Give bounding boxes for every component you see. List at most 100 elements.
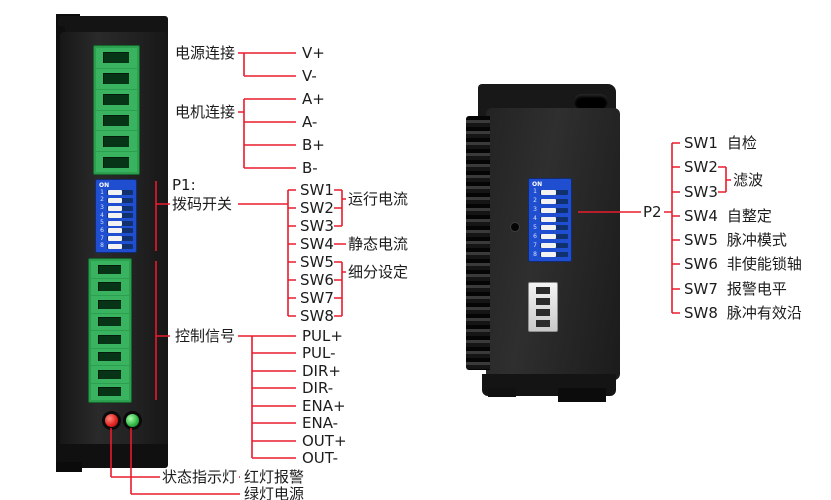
dip-number: 2 (100, 196, 104, 204)
dip-position: 2 (532, 197, 568, 206)
connector-slot (536, 309, 550, 316)
p2-switch-name: SW7 (684, 280, 718, 298)
driver-front-view: ON 1 2 3 4 5 6 7 8 (56, 14, 170, 472)
dip-number: 2 (533, 197, 537, 205)
pin-sw5: SW5 (300, 253, 334, 271)
dip-number: 4 (533, 215, 537, 223)
pin-b-minus: B- (302, 159, 318, 177)
pin-pul-plus: PUL+ (302, 327, 343, 345)
dip-position: 1 (99, 189, 133, 197)
label-control-signal: 控制信号 (175, 327, 236, 345)
dip-toggle (108, 190, 123, 196)
pin-v-minus: V- (302, 67, 317, 85)
pin-a-minus: A- (302, 113, 318, 131)
pin-out-minus: OUT- (302, 449, 338, 467)
p2-switch-name: SW6 (684, 255, 718, 273)
dip-toggle (541, 207, 557, 213)
dip-track (107, 213, 133, 219)
p2-switch-name: SW1 (684, 134, 718, 152)
dip-number: 1 (533, 188, 537, 196)
dip-position: 5 (532, 224, 568, 233)
dip-position: 3 (532, 206, 568, 215)
dip-toggle (541, 189, 557, 195)
p2-switch-name: SW4 (684, 207, 718, 225)
pin-ena-plus: ENA+ (302, 397, 346, 415)
connector-slot (536, 298, 550, 305)
pin-v-plus: V+ (302, 44, 325, 62)
dip-toggle (108, 197, 123, 203)
terminal (96, 131, 137, 152)
dip-position: 5 (99, 220, 133, 228)
dip-number: 7 (533, 241, 537, 249)
label-dip-switch: 拨码开关 (172, 195, 233, 213)
pin-pul-minus: PUL- (302, 344, 336, 362)
dip-number: 1 (100, 188, 104, 196)
dip-number: 5 (100, 219, 104, 227)
p2-switch-row-sw5: SW5 脉冲模式 (684, 232, 787, 248)
dip-track (107, 243, 133, 249)
pin-sw3: SW3 (300, 217, 334, 235)
dip-toggle (541, 243, 557, 249)
label-power-connection: 电源连接 (175, 44, 236, 62)
dip-switch-p1: ON 1 2 3 4 5 6 7 8 (95, 179, 137, 253)
mounting-foot (558, 388, 606, 402)
alarm-led-red (105, 414, 118, 427)
label-status-leds: 状态指示灯 (160, 468, 240, 486)
screw (510, 222, 520, 232)
p2-switch-row-sw2: SW2 (684, 159, 727, 175)
driver-side-view: ON 1 2 3 4 5 6 7 8 (466, 82, 628, 404)
p2-switch-desc: 自整定 (726, 207, 772, 225)
p2-switch-row-sw7: SW7 报警电平 (684, 281, 787, 297)
dip-toggle (541, 198, 557, 204)
p2-switch-desc: 自检 (726, 134, 757, 152)
terminal (96, 68, 137, 89)
dip-number: 3 (533, 206, 537, 214)
dip-toggle (541, 225, 557, 231)
pin-sw8: SW8 (300, 307, 334, 325)
dip-number: 7 (100, 234, 104, 242)
mounting-hole (574, 94, 608, 109)
pin-b-plus: B+ (302, 136, 325, 154)
dip-number: 8 (533, 250, 537, 258)
label-p2: P2 (641, 203, 664, 221)
label-microstep: 细分设定 (348, 263, 409, 281)
dip-track (107, 220, 133, 226)
terminal (96, 89, 137, 110)
pin-a-plus: A+ (302, 90, 325, 108)
dip-toggle (108, 213, 123, 219)
dip-toggle (108, 243, 123, 249)
dip-number: 6 (533, 232, 537, 240)
p2-switch-desc: 脉冲有效沿 (726, 304, 802, 322)
dip-position: 7 (532, 241, 568, 250)
p2-switch-name: SW2 (684, 158, 718, 176)
terminal (91, 348, 129, 365)
terminal (91, 383, 129, 400)
p2-switch-name: SW3 (684, 183, 718, 201)
power-led-green (126, 414, 139, 427)
dip-track (540, 243, 568, 249)
p2-switch-desc: 非使能锁轴 (726, 255, 802, 273)
dip-position: 4 (99, 212, 133, 220)
dip-track (540, 207, 568, 213)
label-filter: 滤波 (733, 171, 764, 189)
terminal (96, 48, 137, 68)
dip-track (540, 234, 568, 240)
terminal (96, 152, 137, 172)
mounting-foot (488, 388, 516, 397)
dip-position: 2 (99, 197, 133, 205)
terminal (91, 296, 129, 313)
p2-switch-desc: 报警电平 (726, 280, 787, 298)
dip-position: 6 (99, 227, 133, 235)
terminal (91, 331, 129, 348)
control-signal-terminal-block (88, 258, 132, 403)
label-idle-current: 静态电流 (348, 235, 409, 253)
p2-switch-desc: 脉冲模式 (726, 231, 787, 249)
p2-switch-row-sw4: SW4 自整定 (684, 208, 772, 224)
dip-track (540, 189, 568, 195)
power-motor-terminal-block (93, 45, 140, 175)
pin-sw2: SW2 (300, 199, 334, 217)
label-red-alarm: 红灯报警 (244, 468, 305, 486)
pin-out-plus: OUT+ (302, 432, 347, 450)
dip-switch-p2: ON 1 2 3 4 5 6 7 8 (528, 178, 572, 262)
